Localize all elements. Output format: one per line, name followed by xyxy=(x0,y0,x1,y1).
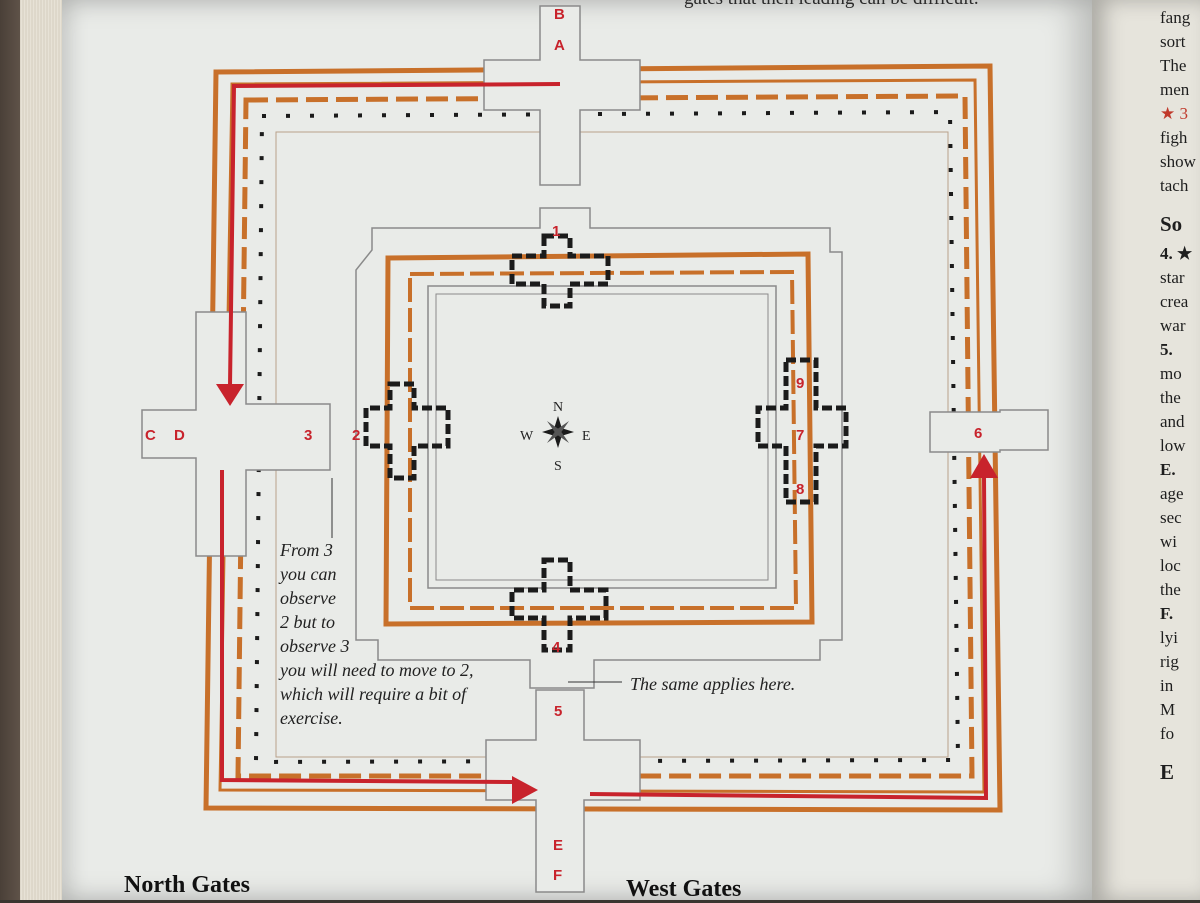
facing-line: M xyxy=(1160,700,1176,719)
temple-label-5: 5 xyxy=(554,703,562,720)
facing-line: show xyxy=(1160,152,1196,171)
route-arrowheads xyxy=(216,384,998,804)
temple-label-8: 8 xyxy=(796,481,804,498)
facing-line: in xyxy=(1160,676,1174,695)
compass-rose: N S E W xyxy=(520,400,591,474)
temple-label-1: 1 xyxy=(552,223,560,240)
page-top-text: gates that then leading can be difficult… xyxy=(684,0,979,10)
gate-label-e: E xyxy=(553,837,563,854)
facing-line: low xyxy=(1160,436,1186,455)
facing-line: lyi xyxy=(1160,628,1178,647)
facing-line: fang xyxy=(1160,8,1191,27)
facing-line: crea xyxy=(1160,292,1189,311)
annotation-from-3: From 3 you can observe 2 but to observe … xyxy=(280,538,473,730)
compass-west: W xyxy=(520,429,534,444)
annotation-line: you will need to move to 2, xyxy=(280,660,474,680)
temple-label-9: 9 xyxy=(796,375,804,392)
facing-line: the xyxy=(1160,388,1181,407)
north-gate-structure xyxy=(483,5,641,186)
facing-line: rig xyxy=(1160,652,1179,671)
facing-line: F. xyxy=(1160,604,1174,623)
outer-wall xyxy=(203,63,1003,813)
facing-line: The xyxy=(1160,56,1187,75)
route-segment-west-south xyxy=(220,470,513,784)
east-gate-structure xyxy=(929,409,1049,453)
gate-label-a: A xyxy=(554,37,565,54)
annotation-line: From 3 xyxy=(280,540,333,560)
facing-line: E. xyxy=(1160,460,1176,479)
shrines xyxy=(363,233,849,653)
facing-line: the xyxy=(1160,580,1181,599)
central-enclosure-outline xyxy=(355,207,843,689)
south-gate-structure xyxy=(485,689,641,893)
compass-east: E xyxy=(582,429,591,444)
compass-diagonal xyxy=(547,421,569,443)
facing-line: star xyxy=(1160,268,1185,287)
shrine-4 xyxy=(509,557,609,653)
compass-south: S xyxy=(554,459,562,474)
gate-label-f: F xyxy=(553,867,562,884)
temple-label-4: 4 xyxy=(552,639,561,656)
gate-structures xyxy=(141,5,1049,893)
facing-line: wi xyxy=(1160,532,1177,551)
compass-north: N xyxy=(553,400,563,415)
shrine-2 xyxy=(363,381,451,481)
temple-label-2: 2 xyxy=(352,427,360,444)
inner-courtyard xyxy=(427,285,777,589)
annotation-line: you can xyxy=(280,564,337,584)
facing-heading: E xyxy=(1160,760,1175,784)
annotation-line: observe xyxy=(280,588,336,608)
gate-label-c: C xyxy=(145,427,156,444)
facing-line: and xyxy=(1160,412,1185,431)
temple-label-7: 7 xyxy=(796,427,804,444)
annotation-line: which will require a bit of xyxy=(280,684,467,704)
facing-line: sort xyxy=(1160,32,1186,51)
heading-west-gates: West Gates xyxy=(626,876,742,902)
annotation-line: exercise. xyxy=(280,708,343,728)
facing-line: 5. xyxy=(1160,340,1173,359)
arrowhead-right xyxy=(512,776,538,804)
facing-line: men xyxy=(1160,80,1190,99)
shrine-1 xyxy=(509,233,611,309)
temple-label-3: 3 xyxy=(304,427,312,444)
facing-page xyxy=(1092,0,1200,900)
facing-line: figh xyxy=(1160,128,1188,147)
heading-north-gates: North Gates xyxy=(124,872,250,898)
facing-line: age xyxy=(1160,484,1184,503)
inner-courtyard-line xyxy=(435,293,769,581)
annotation-same-applies: The same applies here. xyxy=(630,674,796,694)
shrine-7 xyxy=(755,357,849,505)
temple-label-6: 6 xyxy=(974,425,982,442)
route-segment-south-east xyxy=(589,475,989,801)
central-gallery xyxy=(408,269,799,610)
facing-line: 4. ★ xyxy=(1160,244,1193,263)
facing-line: fo xyxy=(1160,724,1175,743)
facing-line: mo xyxy=(1160,364,1182,383)
facing-line: tach xyxy=(1160,176,1189,195)
annotation-line: 2 but to xyxy=(280,612,336,632)
facing-line: sec xyxy=(1160,508,1182,527)
gate-label-d: D xyxy=(174,427,185,444)
west-gate-structure xyxy=(141,311,331,557)
route-segment-north-west xyxy=(228,82,561,387)
facing-line: ★ 3 xyxy=(1160,104,1188,123)
facing-heading: So xyxy=(1160,212,1183,236)
arrowhead-down xyxy=(216,384,244,406)
central-wall xyxy=(383,251,815,627)
facing-page-text-column: fang sort The men ★ 3 figh show tach So … xyxy=(1160,6,1200,790)
annotation-line: observe 3 xyxy=(280,636,350,656)
pillar-row xyxy=(253,109,961,765)
gate-label-b: B xyxy=(554,6,565,23)
route-path xyxy=(220,82,989,801)
facing-line: war xyxy=(1160,316,1186,335)
arrowhead-up xyxy=(970,454,998,478)
facing-line: loc xyxy=(1160,556,1181,575)
